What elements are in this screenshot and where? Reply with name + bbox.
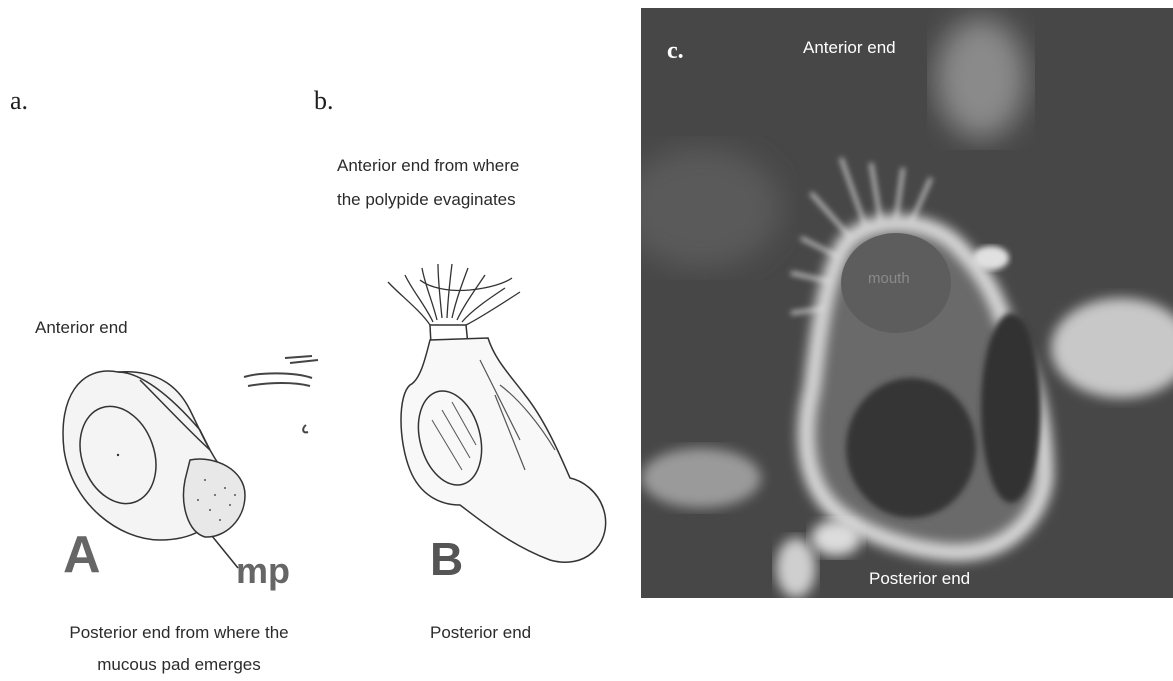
- panel-b-drawing: [0, 0, 640, 680]
- panel-b-posterior-label: Posterior end: [430, 617, 531, 649]
- panel-c-photo: c. Anterior end mouth Posterior end: [641, 8, 1173, 598]
- zooid-c-right-cavity: [981, 313, 1041, 503]
- panel-c-letter: c.: [667, 38, 684, 65]
- figure-b-letter: B: [430, 532, 463, 586]
- zooid-c-left-cavity: [846, 378, 976, 518]
- tentacle-crown: [388, 264, 520, 325]
- panel-c-anterior-label: Anterior end: [803, 38, 896, 58]
- photo-texture: [641, 8, 1173, 598]
- panel-c-posterior-label: Posterior end: [869, 569, 970, 589]
- mouth-label: mouth: [868, 270, 910, 287]
- zooid-b-body: [401, 338, 606, 562]
